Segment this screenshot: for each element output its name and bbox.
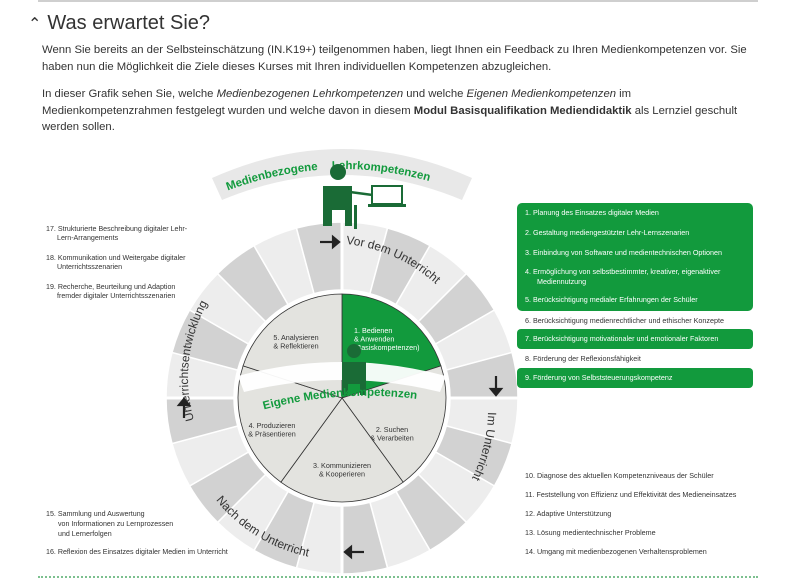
list-item: 10. Diagnose des aktuellen Kompetenznive… — [525, 471, 714, 480]
intro-module-name: Modul Basisqualifikation Mediendidaktik — [413, 104, 632, 117]
top-divider — [38, 0, 758, 2]
list-item: 11. Feststellung von Effizienz und Effek… — [525, 490, 737, 499]
list-item: 2. Gestaltung mediengestützter Lehr-Lern… — [525, 228, 690, 237]
intro-text: In dieser Grafik sehen Sie, welche — [42, 88, 217, 100]
list-item: 13. Lösung medientechnischer Probleme — [525, 528, 656, 537]
inner-segment-label: 2. Suchen& Verarbeiten — [370, 425, 414, 443]
list-item: 3. Einbindung von Software und medientec… — [525, 248, 722, 257]
arrow-down-icon — [488, 376, 504, 397]
list-item: 8. Förderung der Reflexionsfähigkeit — [525, 354, 641, 363]
list-item: 14. Umgang mit medienbezogenen Verhalten… — [525, 547, 707, 556]
intro-paragraph-1: Wenn Sie bereits an der Selbsteinschätzu… — [42, 44, 747, 73]
list-item: 4. Ermöglichung von selbstbestimmter, kr… — [525, 267, 721, 276]
inner-segment-label: 3. Kommunizieren& Kooperieren — [313, 461, 371, 479]
intro-text: als Lernziel geschult werden sollen. — [42, 104, 738, 134]
entwicklung-item: 17. Strukturierte Beschreibung digitaler… — [46, 225, 188, 243]
intro-text: und welche — [403, 88, 467, 100]
learner-icon — [342, 344, 366, 395]
intro-emphasis-lehrkompetenzen: Medienbezogenen Lehrkompetenzen — [216, 88, 404, 100]
inner-segment-label: 4. Produzieren& Präsentieren — [248, 421, 296, 439]
list-item: 6. Berücksichtigung medienrechtlicher un… — [525, 316, 724, 325]
arrow-up-icon — [176, 397, 192, 418]
highlight-block — [517, 203, 753, 311]
arrow-right-icon — [320, 234, 341, 250]
list-item-cont: Mediennutzung — [537, 277, 587, 286]
list-item: 12. Adaptive Unterstützung — [525, 509, 612, 518]
intro-paragraph-2: In dieser Grafik sehen Sie, welche Medie… — [42, 86, 754, 136]
list-item: 9. Förderung von Selbststeuerungskompete… — [517, 368, 753, 388]
list-item: 1. Planung des Einsatzes digitaler Medie… — [525, 208, 659, 217]
chevron-up-icon[interactable]: ⌃ — [28, 14, 42, 33]
nach-item: 16. Reflexion des Einsatzes digitaler Me… — [46, 548, 228, 556]
arrow-left-icon — [343, 544, 364, 560]
entwicklung-item: 18. Kommunikation und Weitergabe digital… — [46, 254, 186, 272]
section-toggle[interactable]: ⌃ Was erwartet Sie? — [28, 12, 210, 35]
intro-emphasis-medienkompetenzen: Eigenen Medienkompetenzen — [466, 88, 617, 100]
teacher-presenting-icon — [323, 164, 406, 229]
bottom-divider — [38, 576, 758, 578]
list-item: 7. Berücksichtigung motivationaler und e… — [517, 329, 753, 349]
inner-segment-label: 1. Bedienen& Anwenden(Basiskompetenzen) — [354, 326, 420, 352]
outer-ring — [162, 218, 522, 578]
section-title: Was erwartet Sie? — [47, 12, 211, 34]
list-item: 5. Berücksichtigung medialer Erfahrungen… — [525, 295, 698, 304]
inner-segment — [280, 397, 404, 503]
intro-text: im Medienkompetenzrahmen festgelegt wurd… — [42, 88, 632, 117]
inner-segment-label: 5. Analysieren& Reflektieren — [273, 333, 318, 351]
